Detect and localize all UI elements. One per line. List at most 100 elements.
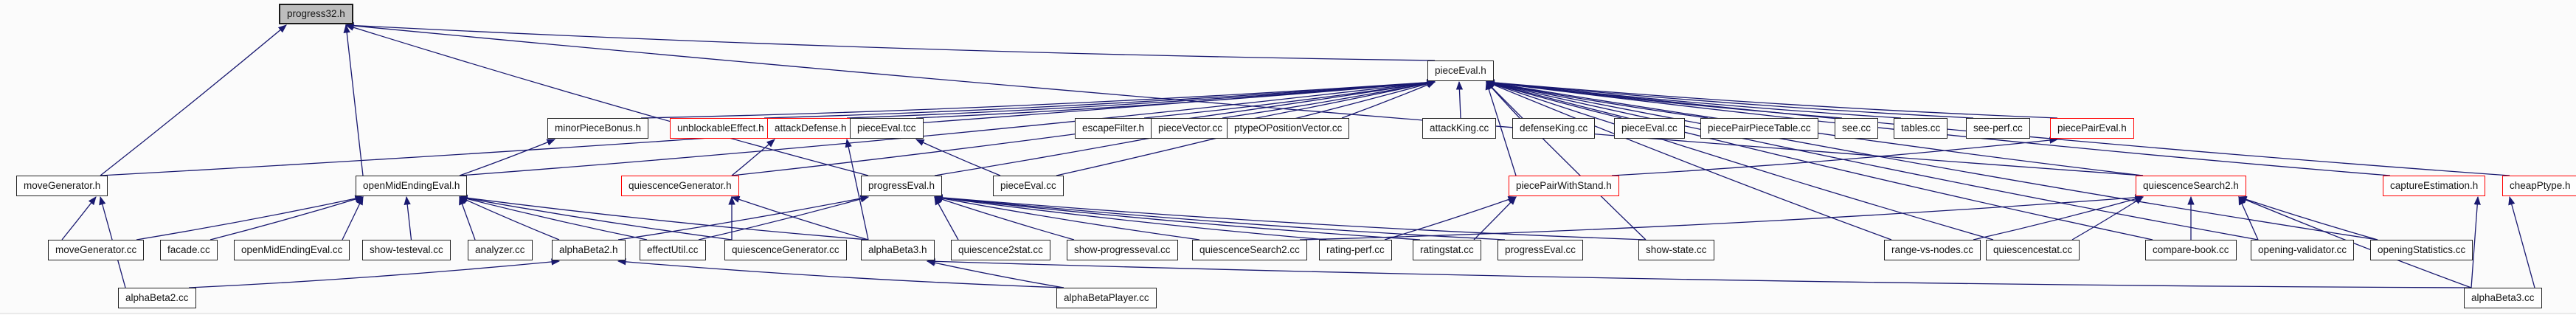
edge-see_perf_cc-to-pieceEval_h [1485, 79, 1974, 119]
graph-node-pieceVector_cc[interactable]: pieceVector.cc [1151, 118, 1230, 139]
edge-minorPieceBonus_h-to-pieceEval_h [640, 79, 1436, 119]
graph-node-quiescenceGenerator_cc[interactable]: quiescenceGenerator.cc [724, 240, 847, 260]
graph-node-alphaBeta2_h[interactable]: alphaBeta2.h [552, 240, 626, 260]
edge-opening_validator_cc-to-pieceEval_h [1485, 80, 2259, 240]
graph-node-ratingstat_cc[interactable]: ratingstat.cc [1413, 240, 1481, 260]
graph-node-show_state_cc[interactable]: show-state.cc [1638, 240, 1714, 260]
graph-node-effectUtil_cc[interactable]: effectUtil.cc [640, 240, 706, 260]
edge-show_state_cc-to-progressEval_h [933, 194, 1647, 240]
graph-node-alphaBeta2_cc[interactable]: alphaBeta2.cc [118, 288, 196, 308]
edge-alphaBeta3_cc-to-captureEstimation_h [2471, 195, 2481, 288]
graph-node-tables_cc[interactable]: tables.cc [1894, 118, 1948, 139]
graph-node-captureEstimation_h[interactable]: captureEstimation.h [2383, 176, 2486, 196]
edge-moveGenerator_cc-to-openMidEndingEval_h [136, 195, 364, 240]
graph-node-moveGenerator_cc[interactable]: moveGenerator.cc [48, 240, 145, 260]
graph-node-defenseKing_cc[interactable]: defenseKing.cc [1512, 118, 1596, 139]
edge-piecePairEval_h-to-pieceEval_h [1485, 79, 2058, 119]
edge-alphaBetaPlayer_cc-to-alphaBeta2_h [617, 258, 1064, 288]
edge-effectUtil_cc-to-openMidEndingEval_h [458, 195, 648, 240]
edge-pieceEval_cc_b-to-pieceEval_tcc [915, 139, 1001, 176]
edge-piecePairWithStand_h-to-piecePairEval_h [1611, 136, 2059, 176]
graph-node-compare_book_cc[interactable]: compare-book.cc [2145, 240, 2237, 260]
edge-openingStatistics_cc-to-pieceEval_h [1485, 80, 2378, 240]
edge-alphaBetaPlayer_cc-to-alphaBeta3_h [926, 259, 1064, 288]
graph-node-escapeFilter_h[interactable]: escapeFilter.h [1075, 118, 1152, 139]
graph-node-pieceEval_h[interactable]: pieceEval.h [1427, 60, 1494, 81]
edge-ptypeOPositionVector_cc-to-pieceEval_h [1341, 81, 1436, 119]
edge-alphaBeta2_h-to-openMidEndingEval_h [458, 196, 560, 240]
graph-node-alphaBeta3_cc[interactable]: alphaBeta3.cc [2464, 288, 2542, 308]
graph-node-see_cc[interactable]: see.cc [1835, 118, 1879, 139]
edge-alphaBeta2_cc-to-alphaBeta2_h [188, 258, 561, 288]
graph-node-show_testeval_cc[interactable]: show-testeval.cc [362, 240, 451, 260]
edge-alphaBeta3_h-to-openMidEndingEval_h [458, 194, 869, 240]
graph-node-piecePairPieceTable_cc[interactable]: piecePairPieceTable.cc [1700, 118, 1818, 139]
edge-alphaBeta2_h-to-progressEval_h [617, 195, 870, 240]
graph-node-progressEval_h[interactable]: progressEval.h [861, 176, 943, 196]
edge-quiescencestat_cc-to-pieceEval_h [1485, 80, 1994, 240]
graph-node-range_vs_nodes_cc[interactable]: range-vs-nodes.cc [1884, 240, 1981, 260]
edge-pieceVector_cc-to-pieceEval_h [1222, 80, 1436, 119]
graph-node-attackKing_cc[interactable]: attackKing.cc [1422, 118, 1497, 139]
edge-piecePairWithStand_h-to-pieceEval_h [1485, 80, 1517, 176]
graph-node-alphaBeta3_h[interactable]: alphaBeta3.h [861, 240, 935, 260]
graph-node-pieceEval_cc_b[interactable]: pieceEval.cc [993, 176, 1064, 196]
graph-node-rating_perf_cc[interactable]: rating-perf.cc [1319, 240, 1392, 260]
edge-unblockableEffect_h-to-pieceEval_h [764, 79, 1436, 119]
edge-facade_cc-to-openMidEndingEval_h [210, 195, 364, 240]
graph-node-pieceEval_tcc[interactable]: pieceEval.tcc [850, 118, 924, 139]
edge-alphaBeta3_cc-to-alphaBeta3_h [926, 257, 2472, 288]
edge-alphaBeta3_cc-to-quiescenceSearch2_h [2237, 196, 2472, 288]
graph-node-piecePairEval_h[interactable]: piecePairEval.h [2050, 118, 2134, 139]
graph-node-attackDefense_h[interactable]: attackDefense.h [767, 118, 854, 139]
graph-node-quiescencestat_cc[interactable]: quiescencestat.cc [1986, 240, 2080, 260]
graph-node-quiescenceSearch2_cc[interactable]: quiescenceSearch2.cc [1192, 240, 1307, 260]
edge-openingStatistics_cc-to-quiescenceSearch2_h [2237, 195, 2378, 240]
edge-moveGenerator_cc-to-moveGenerator_h [61, 196, 97, 240]
edge-openMidEndingEval_h-to-minorPieceBonus_h [459, 139, 556, 176]
graph-node-openMidEndingEval_h[interactable]: openMidEndingEval.h [356, 176, 468, 196]
edge-alphaBeta3_cc-to-cheapPtype_h [2508, 195, 2535, 288]
graph-node-show_progresseval_cc[interactable]: show-progresseval.cc [1067, 240, 1178, 260]
edge-alphaBeta3_h-to-attackDefense_h [845, 138, 869, 240]
graph-node-openMidEndingEval_cc[interactable]: openMidEndingEval.cc [234, 240, 350, 260]
edge-openMidEndingEval_h-to-progress32 [343, 24, 364, 176]
edge-rating_perf_cc-to-progressEval_h [933, 194, 1327, 240]
edge-ratingstat_cc-to-piecePairWithStand_h [1473, 196, 1517, 240]
graph-node-facade_cc[interactable]: facade.cc [160, 240, 218, 260]
graph-node-openingStatistics_cc[interactable]: openingStatistics.cc [2370, 240, 2473, 260]
graph-node-minorPieceBonus_h[interactable]: minorPieceBonus.h [547, 118, 649, 139]
graph-node-ptypeOPositionVector_cc[interactable]: ptypeOPositionVector.cc [1227, 118, 1350, 139]
graph-node-see_perf_cc[interactable]: see-perf.cc [1966, 118, 2030, 139]
edge-openMidEndingEval_cc-to-openMidEndingEval_h [342, 195, 364, 240]
edge-range_vs_nodes_cc-to-pieceEval_h [1485, 81, 1892, 240]
graph-node-piecePairWithStand_h[interactable]: piecePairWithStand.h [1509, 176, 1619, 196]
edge-alphaBeta3_h-to-quiescenceGenerator_h [730, 195, 869, 240]
edge-quiescenceGenerator_h-to-attackDefense_h [731, 139, 775, 176]
graph-node-pieceEval_cc_a[interactable]: pieceEval.cc [1614, 118, 1685, 139]
page-divider [0, 313, 2576, 314]
edge-show_state_cc-to-pieceEval_h [1486, 81, 1647, 240]
edge-quiescenceSearch2_cc-to-progressEval_h [933, 195, 1200, 240]
edge-quiescencestat_cc-to-quiescenceSearch2_h [2071, 196, 2144, 240]
graph-node-progress32: progress32.h [279, 4, 353, 24]
edge-show_progresseval_cc-to-progressEval_h [933, 195, 1075, 240]
graph-node-quiescenceGenerator_h[interactable]: quiescenceGenerator.h [621, 176, 739, 196]
edge-progressEval_cc-to-progressEval_h [933, 194, 1506, 240]
edge-quiescenceGenerator_cc-to-openMidEndingEval_h [458, 195, 733, 240]
graph-node-opening_validator_cc[interactable]: opening-validator.cc [2251, 240, 2355, 260]
graph-node-unblockableEffect_h[interactable]: unblockableEffect.h [670, 118, 772, 139]
edge-compare_book_cc-to-pieceEval_h [1485, 80, 2153, 240]
graph-node-quiescence2stat_cc[interactable]: quiescence2stat.cc [951, 240, 1050, 260]
edge-effectUtil_cc-to-progressEval_h [698, 195, 870, 240]
graph-node-alphaBetaPlayer_cc[interactable]: alphaBetaPlayer.cc [1056, 288, 1157, 308]
graph-node-analyzer_cc[interactable]: analyzer.cc [468, 240, 533, 260]
graph-node-cheapPtype_h[interactable]: cheapPtype.h [2502, 176, 2576, 196]
graph-node-moveGenerator_h[interactable]: moveGenerator.h [16, 176, 108, 196]
edge-show_testeval_cc-to-openMidEndingEval_h [404, 195, 412, 240]
edge-quiescenceSearch2_cc-to-quiescenceSearch2_h [1299, 194, 2144, 240]
graph-node-progressEval_cc[interactable]: progressEval.cc [1498, 240, 1584, 260]
graph-node-quiescenceSearch2_h[interactable]: quiescenceSearch2.h [2136, 176, 2246, 196]
